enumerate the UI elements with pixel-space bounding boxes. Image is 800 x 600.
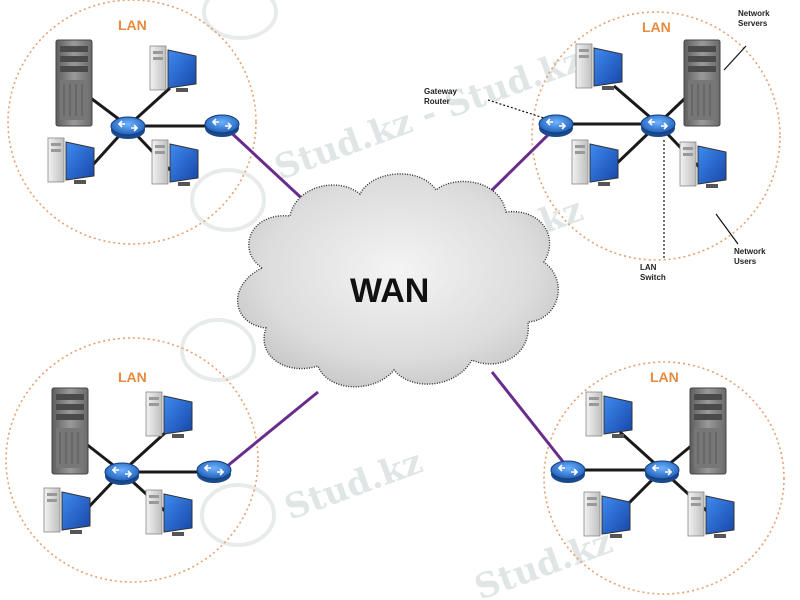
gateway-router-icon bbox=[204, 114, 240, 138]
watermark-text-3: Stud.kz bbox=[279, 442, 427, 529]
watermark-text-1: Stud.kz - Stud.kz bbox=[269, 40, 588, 189]
lan-boundary-bottom-right bbox=[543, 361, 785, 595]
lan-boundary-top-left bbox=[7, 0, 257, 245]
desktop-pc-icon bbox=[679, 141, 727, 189]
wan-link-bottom-right bbox=[490, 371, 570, 469]
lan-label-bottom-left: LAN bbox=[118, 369, 147, 385]
server-tower-icon bbox=[55, 39, 93, 127]
gateway-router-icon bbox=[196, 460, 232, 484]
lan-top-left bbox=[47, 39, 240, 187]
lan-bottom-right bbox=[550, 387, 735, 539]
desktop-pc-icon bbox=[149, 45, 197, 93]
cloud-icon bbox=[236, 173, 559, 388]
desktop-pc-icon bbox=[145, 489, 193, 537]
lan-label-top-right: LAN bbox=[642, 19, 671, 35]
lan-switch-icon bbox=[104, 462, 140, 486]
wan-link-top-right bbox=[484, 126, 557, 198]
lan-boundary-top-right bbox=[531, 11, 781, 261]
lan-label-top-left: LAN bbox=[118, 17, 147, 33]
desktop-pc-icon bbox=[585, 391, 633, 439]
gateway-router-icon bbox=[538, 114, 574, 138]
desktop-pc-icon bbox=[687, 491, 735, 539]
wan-link-bottom-left bbox=[219, 390, 319, 474]
desktop-pc-icon bbox=[43, 487, 91, 535]
desktop-pc-icon bbox=[145, 391, 193, 439]
lan-label-bottom-right: LAN bbox=[650, 369, 679, 385]
lan-bottom-left bbox=[43, 387, 232, 537]
gateway-router-icon bbox=[550, 460, 586, 484]
server-tower-icon bbox=[683, 39, 721, 127]
desktop-pc-icon bbox=[47, 137, 95, 185]
desktop-pc-icon bbox=[151, 139, 199, 187]
lan-switch-icon bbox=[644, 460, 680, 484]
lan-boundary-bottom-left bbox=[5, 337, 259, 583]
watermark-logo-icon bbox=[180, 0, 278, 547]
desktop-pc-icon bbox=[575, 43, 623, 91]
wan-cloud: WAN bbox=[236, 173, 559, 388]
server-tower-icon bbox=[51, 387, 89, 475]
desktop-pc-icon bbox=[583, 491, 631, 539]
desktop-pc-icon bbox=[571, 139, 619, 187]
wan-label: WAN bbox=[350, 272, 429, 310]
lan-switch-icon bbox=[110, 116, 146, 140]
lan-switch-icon bbox=[640, 114, 676, 138]
server-tower-icon bbox=[689, 387, 727, 475]
